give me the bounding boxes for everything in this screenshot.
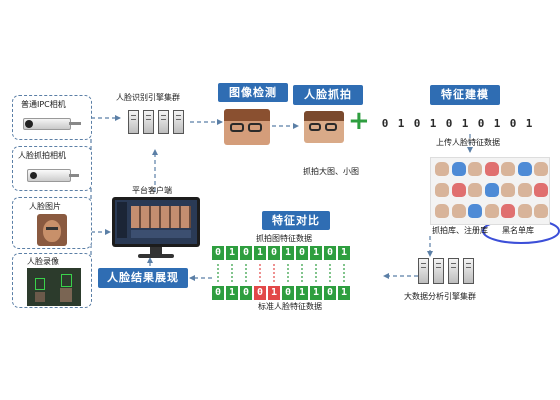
recognition-cluster-label: 人脸识别引擎集群 [116, 93, 180, 102]
model-bit: 0 [381, 117, 389, 130]
source-face-video: 人脸录像 [12, 253, 92, 308]
model-bit: 1 [461, 117, 469, 130]
standard-bit: 0 [240, 286, 252, 300]
captured-bit: 1 [338, 246, 350, 260]
library-face-thumb [484, 204, 499, 218]
library-face-thumb [501, 162, 515, 176]
face-capture-badge: 人脸抓拍 [293, 85, 363, 105]
captured-features-label: 抓拍图特征数据 [256, 234, 312, 243]
capture-camera-icon [27, 167, 79, 185]
source-face-photo: 人脸图片 [12, 197, 92, 249]
model-bit: 0 [509, 117, 517, 130]
library-face-thumb [517, 162, 532, 176]
model-bit: 1 [525, 117, 533, 130]
upload-features-label: 上传人脸特征数据 [436, 138, 500, 147]
model-bit: 1 [493, 117, 501, 130]
bigdata-cluster-server-icon [418, 256, 478, 288]
standard-bit: 1 [226, 286, 238, 300]
source-ipc-label: 普通IPC相机 [21, 100, 66, 109]
library-face-thumb [468, 162, 482, 176]
captured-bit: 1 [254, 246, 266, 260]
result-display-badge: 人脸结果展现 [98, 268, 188, 288]
captured-bit: 1 [310, 246, 322, 260]
captured-bit: 1 [226, 246, 238, 260]
captured-face-image [304, 111, 344, 143]
source-video-label: 人脸录像 [27, 257, 59, 266]
captured-bit: 0 [212, 246, 224, 260]
library-caption: 抓拍库、注册库 [432, 226, 488, 235]
plus-symbol: + [348, 106, 370, 136]
library-face-thumb [501, 204, 515, 218]
recognition-cluster-server-icon [128, 108, 188, 138]
model-bit: 0 [477, 117, 485, 130]
source-photo-label: 人脸图片 [29, 202, 61, 211]
standard-bit: 1 [268, 286, 280, 300]
library-face-thumb [501, 183, 515, 197]
captured-bit: 1 [282, 246, 294, 260]
standard-features-label: 标准人脸特征数据 [258, 302, 322, 311]
standard-bit: 1 [296, 286, 308, 300]
feature-compare-badge: 特征对比 [262, 211, 330, 230]
ipc-camera-icon [23, 116, 81, 132]
library-face-thumb [451, 162, 466, 176]
library-face-thumb [517, 204, 532, 218]
image-detection-badge: 图像检测 [218, 83, 288, 102]
model-bit: 0 [445, 117, 453, 130]
compare-lines [212, 262, 382, 284]
face-video-frame [27, 268, 81, 306]
captured-bit: 0 [268, 246, 280, 260]
library-face-thumb [534, 183, 548, 197]
source-capture-camera: 人脸抓拍相机 [12, 146, 92, 191]
standard-bit: 0 [212, 286, 224, 300]
captured-bit: 0 [296, 246, 308, 260]
captured-bit: 0 [324, 246, 336, 260]
library-face-thumb [534, 162, 548, 176]
source-ipc-camera: 普通IPC相机 [12, 95, 92, 140]
library-face-thumb [435, 204, 449, 218]
library-face-thumb [484, 183, 499, 197]
standard-bit: 0 [324, 286, 336, 300]
feature-modeling-badge: 特征建模 [430, 85, 500, 105]
library-face-thumb [517, 183, 532, 197]
face-photo-image [37, 214, 67, 246]
model-bit: 0 [413, 117, 421, 130]
library-face-thumb [451, 204, 466, 218]
library-face-thumb [468, 204, 482, 218]
library-face-thumb [451, 183, 466, 197]
source-capture-label: 人脸抓拍相机 [18, 151, 66, 160]
library-face-thumb [435, 162, 449, 176]
capture-caption: 抓拍大图、小图 [303, 167, 359, 176]
library-face-thumb [534, 204, 548, 218]
blacklist-label: 黑名单库 [502, 226, 534, 235]
captured-bit: 0 [240, 246, 252, 260]
library-face-thumb [484, 162, 499, 176]
standard-bit: 0 [254, 286, 266, 300]
standard-bit: 0 [282, 286, 294, 300]
face-library-grid [430, 157, 550, 225]
detection-face-image [224, 109, 270, 145]
standard-bit: 1 [338, 286, 350, 300]
model-bit: 1 [429, 117, 437, 130]
model-bit: 1 [397, 117, 405, 130]
client-label: 平台客户端 [132, 186, 172, 195]
standard-bit: 1 [310, 286, 322, 300]
monitor-icon [112, 197, 200, 259]
bigdata-cluster-label: 大数据分析引擎集群 [404, 292, 476, 301]
library-face-thumb [468, 183, 482, 197]
library-face-thumb [435, 183, 449, 197]
